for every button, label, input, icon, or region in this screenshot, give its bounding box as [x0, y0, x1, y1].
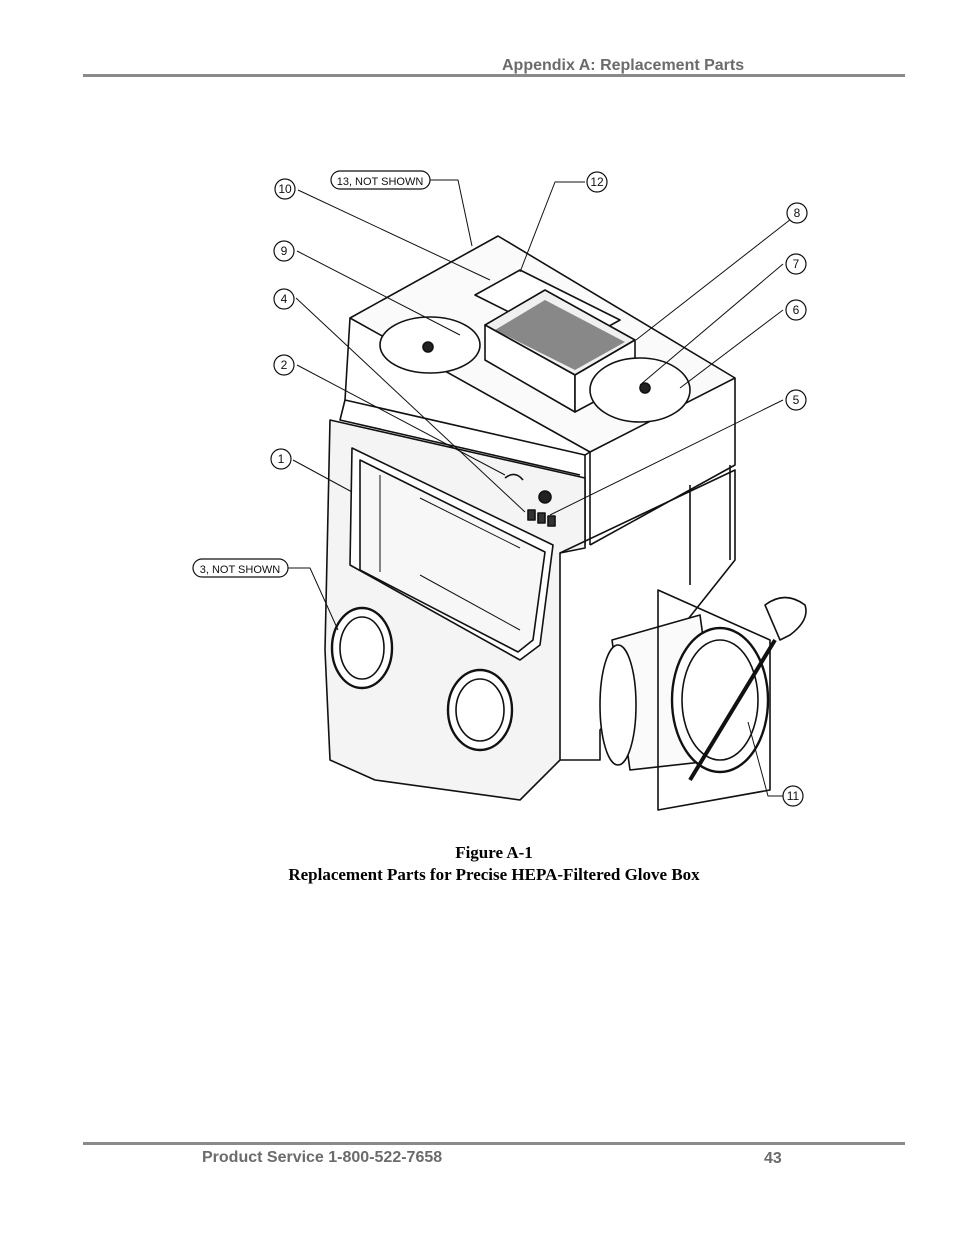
figure-title: Replacement Parts for Precise HEPA-Filte…	[288, 865, 700, 884]
callout-5-circle	[785, 389, 807, 411]
footer-rule	[83, 1142, 905, 1145]
airlock-chamber	[599, 589, 807, 811]
callout-9-circle	[273, 240, 295, 262]
glove-box-diagram: 10 13, NOT SHOWN 12 8 9 7 4 6 2 5 1 3, N…	[192, 170, 808, 811]
callout-3-box	[192, 558, 289, 578]
callout-labels: 10 13, NOT SHOWN 12 8 9 7 4 6 2 5 1 3, N…	[200, 175, 801, 803]
control-panel	[504, 473, 556, 527]
callout-6: 6	[793, 303, 800, 317]
front-window	[349, 447, 554, 661]
callout-11: 11	[787, 789, 800, 803]
callout-1: 1	[278, 452, 285, 466]
callout-4-circle	[273, 288, 295, 310]
callout-7-circle	[785, 253, 807, 275]
callout-11-circle	[782, 785, 804, 807]
callout-13: 13, NOT SHOWN	[337, 176, 424, 188]
callout-1-circle	[270, 448, 292, 470]
callout-8: 8	[794, 206, 801, 220]
callout-9: 9	[281, 244, 288, 258]
callout-8-circle	[786, 202, 808, 224]
glove-ports	[330, 606, 514, 752]
figure-label: Figure A-1	[455, 843, 533, 862]
footer-service-phone: Product Service 1-800-522-7658	[202, 1149, 443, 1166]
header-section-title: Appendix A: Replacement Parts	[502, 57, 745, 74]
callout-13-box	[330, 170, 431, 190]
callout-12: 12	[590, 175, 604, 189]
callout-10-circle	[274, 178, 296, 200]
header-rule	[83, 74, 905, 77]
callout-5: 5	[793, 393, 800, 407]
callout-3: 3, NOT SHOWN	[200, 564, 281, 576]
callout-7: 7	[793, 257, 800, 271]
callout-2-circle	[273, 354, 295, 376]
callout-10: 10	[278, 182, 292, 196]
callout-12-circle	[586, 171, 608, 193]
callout-6-circle	[785, 299, 807, 321]
page-number: 43	[764, 1150, 782, 1167]
callout-bubbles	[192, 170, 808, 807]
leader-lines	[288, 179, 801, 797]
stand-legs	[689, 465, 731, 585]
filter-discs	[379, 316, 691, 423]
callout-4: 4	[281, 292, 288, 306]
callout-2: 2	[281, 358, 288, 372]
